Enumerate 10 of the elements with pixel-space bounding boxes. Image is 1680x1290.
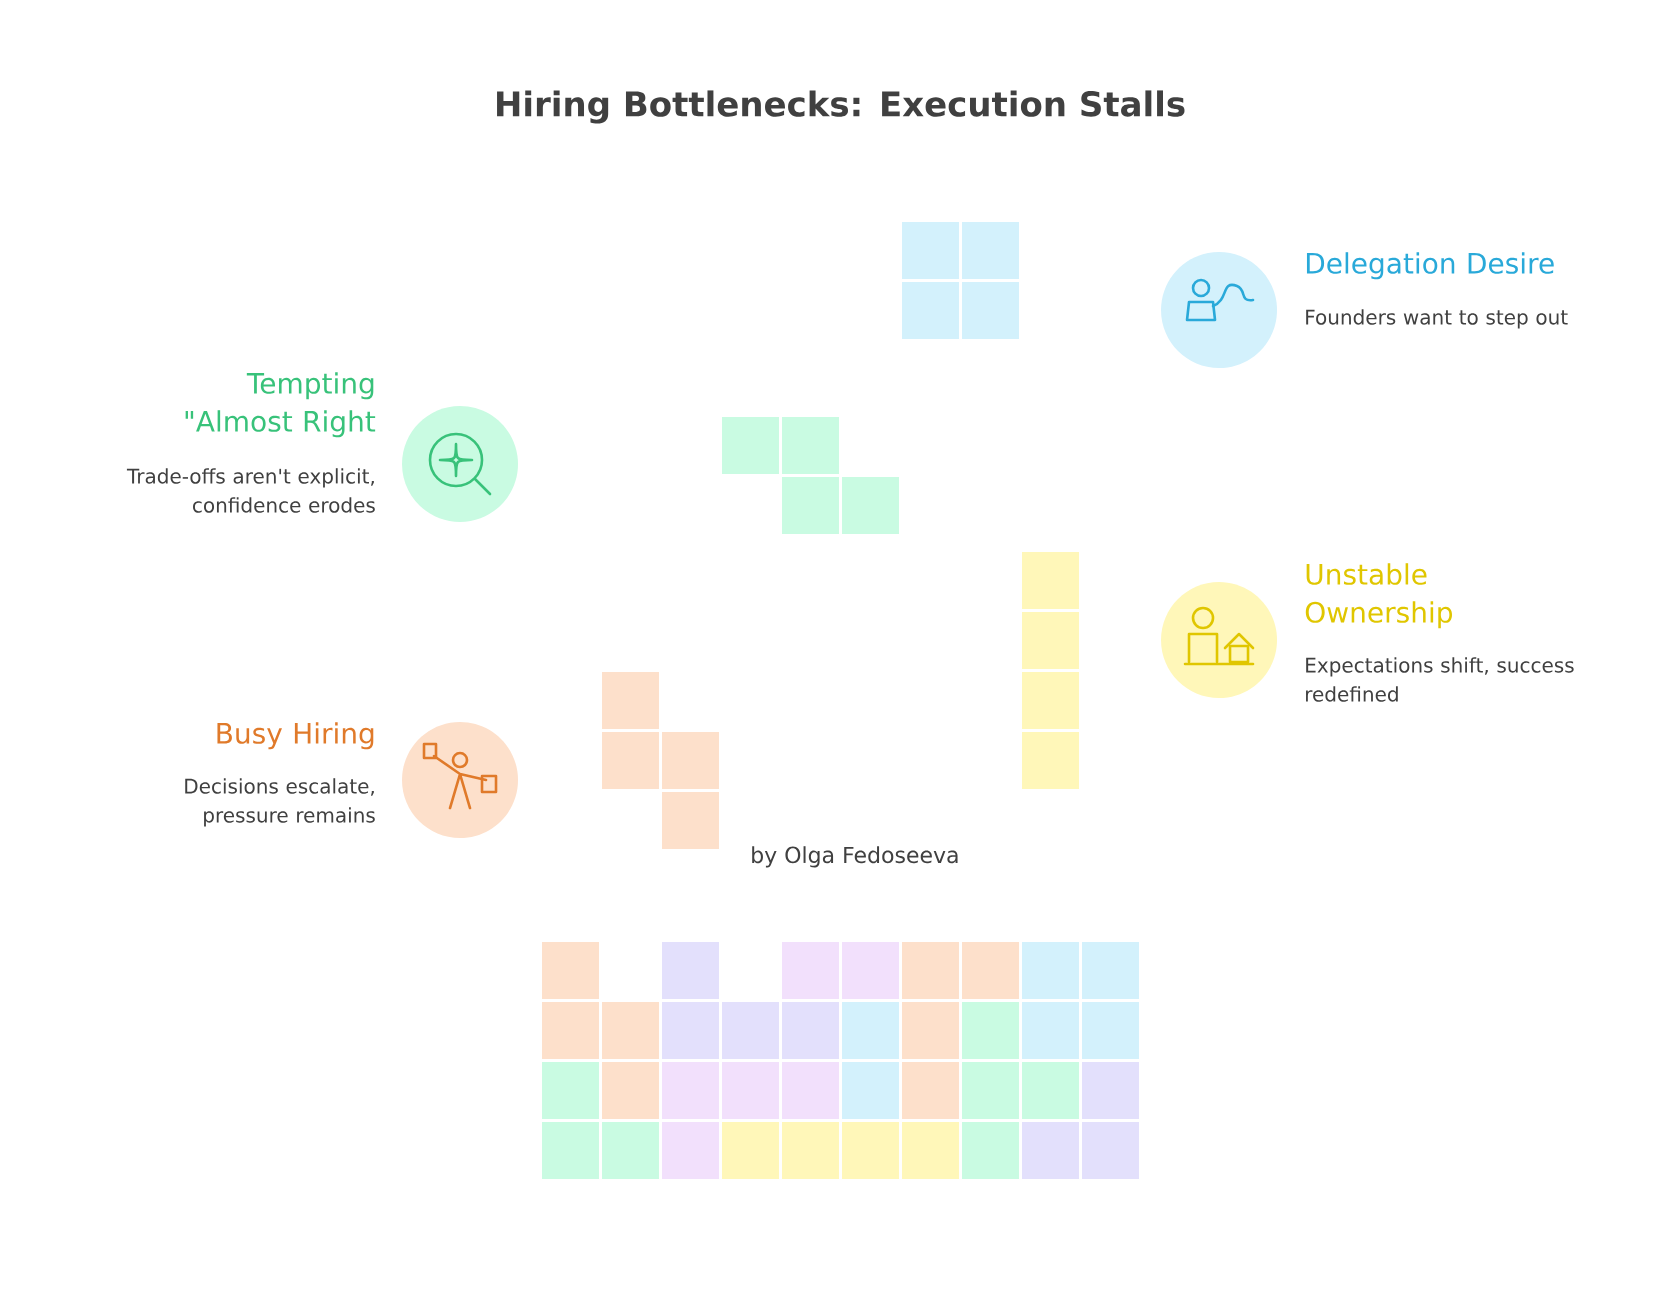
credit-text: by Olga Fedoseeva [752, 846, 958, 868]
title: Hiring Bottlenecks: Execution Stalls [497, 90, 1185, 124]
heading: Tempting "Almost Right [185, 372, 376, 438]
description: Expectations shift, success redefined [1306, 657, 1574, 702]
description: Founders want to step out [1306, 309, 1568, 329]
heading: Unstable Ownership [1305, 563, 1452, 629]
heading: Delegation Desire [1306, 252, 1554, 280]
description: Decisions escalate, pressure remains [185, 778, 375, 827]
heading: Busy Hiring [217, 722, 374, 750]
description: Trade-offs aren't explicit, confidence erodes [126, 468, 375, 513]
